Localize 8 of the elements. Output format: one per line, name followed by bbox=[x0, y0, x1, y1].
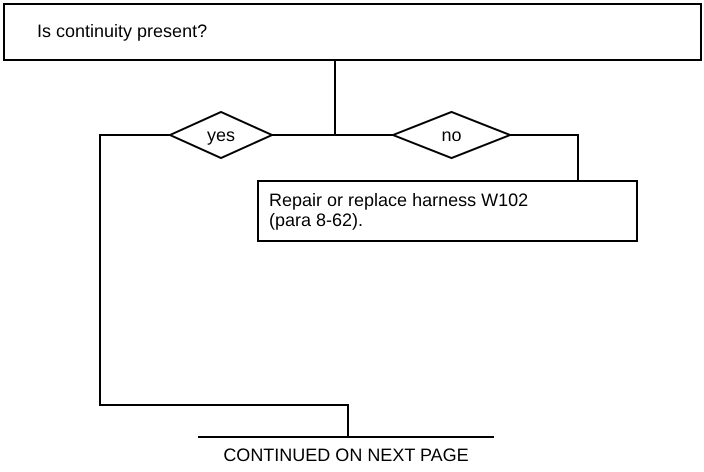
decision-label: yes bbox=[206, 124, 235, 146]
connector-line bbox=[334, 61, 393, 136]
process-box: Repair or replace harness W102 (para 8-62). bbox=[257, 180, 638, 242]
process-box: Is continuity present? bbox=[3, 3, 702, 61]
connector-line bbox=[99, 134, 349, 436]
continuation-note: CONTINUED ON NEXT PAGE bbox=[198, 436, 494, 470]
connector-line bbox=[510, 134, 579, 180]
decision-label: no bbox=[441, 124, 462, 146]
